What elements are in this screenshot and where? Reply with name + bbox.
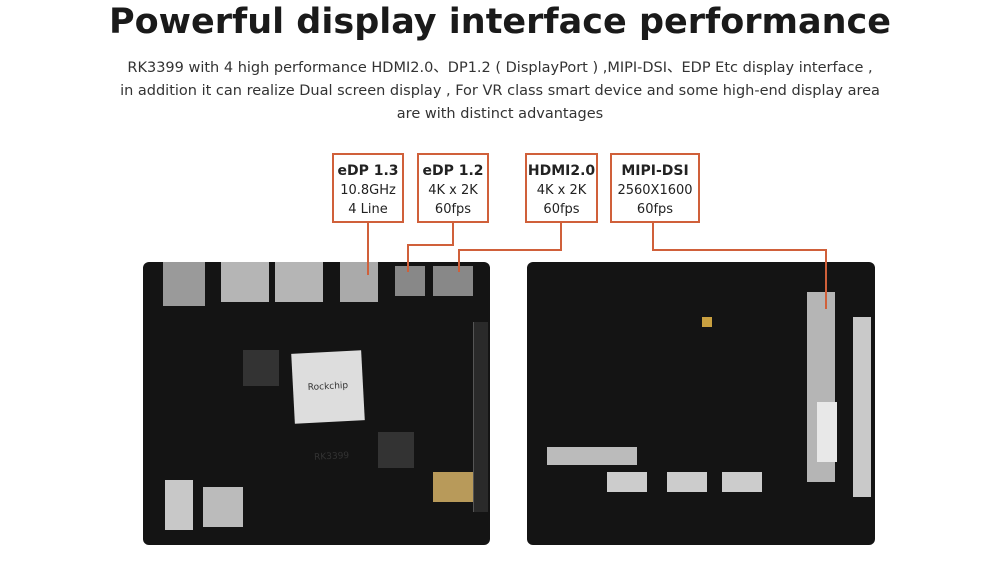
- component: [433, 472, 473, 502]
- connector: [607, 472, 647, 492]
- usb-port: [221, 262, 269, 302]
- page-title: Powerful display interface performance: [108, 2, 892, 42]
- m2-slot: [547, 447, 637, 465]
- connector: [722, 472, 762, 492]
- leader-line: [825, 249, 827, 309]
- hdmi-port: [395, 266, 425, 296]
- leader-line: [407, 244, 409, 272]
- leader-line: [452, 223, 454, 245]
- leader-line: [407, 244, 454, 246]
- dp-port: [433, 266, 473, 296]
- ram-chip: [378, 432, 414, 468]
- callout-title: MIPI-DSI: [621, 163, 689, 179]
- soc-chip: Rockchip RK3399: [291, 350, 365, 463]
- callout-title: eDP 1.2: [422, 163, 484, 179]
- leader-line: [367, 223, 369, 275]
- gpio-header: [473, 322, 488, 512]
- callout-title: eDP 1.3: [337, 163, 399, 179]
- callout-line: 60fps: [434, 202, 472, 217]
- leader-line: [652, 223, 654, 250]
- callout-line: 10.8GHz: [340, 183, 396, 198]
- mipi-connector: [817, 402, 837, 462]
- ram-chip: [243, 350, 279, 386]
- pin-header: [853, 317, 871, 497]
- callout-mipi-dsi: MIPI-DSI 2560X1600 60fps: [610, 153, 700, 223]
- callout-line: 4 Line: [348, 202, 388, 217]
- callout-title: HDMI2.0: [527, 163, 596, 179]
- sd-slot: [203, 487, 243, 527]
- leader-line: [560, 223, 562, 250]
- leader-line: [458, 249, 460, 272]
- board-front: Rockchip RK3399: [143, 262, 490, 545]
- callout-edp12: eDP 1.2 4K x 2K 60fps: [417, 153, 489, 223]
- callout-line: 60fps: [543, 202, 580, 217]
- callout-hdmi20: HDMI2.0 4K x 2K 60fps: [525, 153, 598, 223]
- leader-line: [458, 249, 562, 251]
- callout-line: 60fps: [636, 202, 674, 217]
- callout-line: 4K x 2K: [536, 183, 587, 198]
- component: [702, 317, 712, 327]
- ethernet-port: [163, 262, 205, 306]
- usb3-port: [340, 262, 378, 302]
- connector: [667, 472, 707, 492]
- board-back: [527, 262, 875, 545]
- callout-line: 4K x 2K: [428, 183, 478, 198]
- leader-line: [652, 249, 827, 251]
- callout-line: 2560X1600: [617, 183, 693, 198]
- description: RK3399 with 4 high performance HDMI2.0、D…: [120, 60, 880, 122]
- usb-port: [275, 262, 323, 302]
- power-jack: [165, 480, 193, 530]
- callout-edp13: eDP 1.3 10.8GHz 4 Line: [332, 153, 404, 223]
